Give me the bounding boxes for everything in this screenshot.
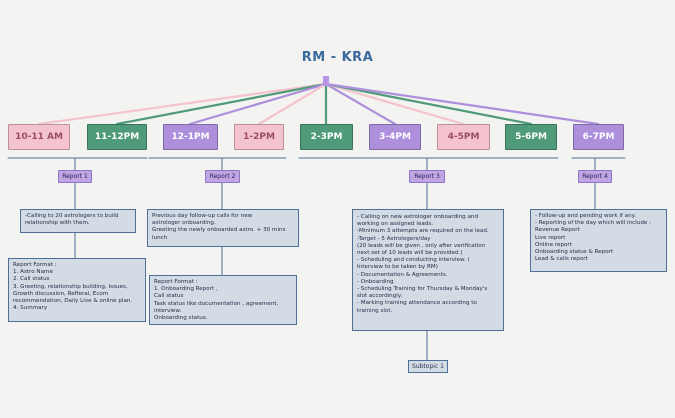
note-line: - Follow-up and pending work if any.	[535, 213, 636, 219]
note-line: Report Format :	[154, 279, 198, 285]
note-line: Greeting the newly onboarded astro. + 30…	[152, 227, 286, 234]
note-line: - Reporting of the day which will includ…	[535, 220, 651, 227]
fan-line-3	[257, 82, 328, 126]
fan-line-0	[37, 82, 328, 126]
note-line: - Scheduling and conducting interview. (	[357, 257, 470, 264]
fan-line-2	[188, 82, 328, 126]
report-2-node[interactable]: Report 2	[205, 170, 240, 183]
note-line: - Onboarding	[357, 278, 394, 285]
fan-line-1	[115, 82, 328, 126]
note-line: - Calling on new astrologer onboarding a…	[357, 214, 479, 220]
time-slot-6-7pm[interactable]: 6-7PM	[573, 124, 624, 150]
note-line: - Documentation & Agreements.	[357, 271, 448, 278]
note-line: Onboarding status & Report	[535, 249, 614, 256]
note-line: training slot.	[357, 307, 393, 314]
fan-line-5	[324, 82, 397, 126]
note-line: 4. Summary	[13, 305, 48, 312]
fan-line-7	[324, 82, 533, 126]
note-line: Growth discussion, Refferal, Ecom	[13, 290, 109, 297]
note-line: working on assigned leads.	[357, 221, 434, 228]
note-line: Live report	[535, 234, 566, 241]
note-line: -Calling to 20 astrologers to build	[25, 213, 119, 219]
report-2-task-note[interactable]: Previous day follow-up calls for new ast…	[147, 209, 299, 247]
diagram-title: RM - KRA	[301, 50, 374, 65]
report-4-node[interactable]: Report 4	[578, 170, 612, 183]
report-1-node[interactable]: Report 1	[58, 170, 92, 183]
fan-line-6	[324, 82, 465, 126]
note-line: Call status	[154, 293, 184, 300]
note-line: -Target - 5 Astrologers/day	[357, 235, 431, 242]
note-line: 3. Greeting, relationship building, Issu…	[13, 283, 128, 290]
note-line: slot accordingly.	[357, 293, 403, 300]
note-line: Previous day follow-up calls for new	[152, 213, 253, 219]
time-slot-10-11am[interactable]: 10-11 AM	[8, 124, 70, 150]
note-line: Lead & calls report	[535, 256, 588, 263]
note-line: Task status like documentation , agreeme…	[154, 300, 279, 307]
note-line: Interview to be taken by RM)	[357, 264, 438, 271]
note-line: Onboarding status.	[154, 315, 208, 322]
note-line: Online report	[535, 241, 572, 248]
fan-line-8	[324, 82, 600, 126]
report-3-task-note[interactable]: - Calling on new astrologer onboarding a…	[352, 209, 504, 331]
time-slot-5-6pm[interactable]: 5-6PM	[505, 124, 557, 150]
report-2-format-note[interactable]: Report Format : 1. Onboarding Report , C…	[149, 275, 297, 325]
note-line: - Marking training attendance according …	[357, 300, 477, 307]
note-line: Revenue Report	[535, 227, 580, 234]
note-line: 1. Onboarding Report ,	[154, 286, 218, 293]
report-4-task-note[interactable]: - Follow-up and pending work if any. - R…	[530, 209, 667, 272]
subtopic-1-node[interactable]: Subtopic 1	[408, 360, 448, 373]
note-line: lunch	[152, 234, 168, 241]
note-line: relationship with them.	[25, 220, 90, 227]
time-slot-3-4pm[interactable]: 3-4PM	[369, 124, 421, 150]
time-slot-11-12pm[interactable]: 11-12PM	[87, 124, 147, 150]
report-1-task-note[interactable]: -Calling to 20 astrologers to build rela…	[20, 209, 136, 233]
time-slot-4-5pm[interactable]: 4-5PM	[437, 124, 490, 150]
note-line: next set of 10 leads will be provided.)	[357, 250, 463, 257]
central-hub-node[interactable]	[323, 76, 329, 86]
time-slot-1-2pm[interactable]: 1-2PM	[234, 124, 284, 150]
time-slot-2-3pm[interactable]: 2-3PM	[300, 124, 353, 150]
report-1-format-note[interactable]: Report Format : 1. Astro Name 2. Call st…	[8, 258, 146, 322]
note-line: - Scheduling Training for Thursday & Mon…	[357, 286, 488, 293]
note-line: -Minimum 3 attempts are required on the …	[357, 228, 489, 235]
note-line: recommendation, Daily Live & online plan…	[13, 298, 133, 305]
note-line: 1. Astro Name	[13, 269, 53, 276]
note-line: astrologer onboarding.	[152, 220, 216, 227]
report-3-node[interactable]: Report 3	[409, 170, 445, 183]
time-slot-12-1pm[interactable]: 12-1PM	[163, 124, 218, 150]
note-line: interview.	[154, 307, 182, 314]
note-line: 2. Call status	[13, 276, 50, 283]
note-line: Report Format :	[13, 262, 57, 268]
note-line: (20 leads will be given , only after ver…	[357, 242, 486, 249]
